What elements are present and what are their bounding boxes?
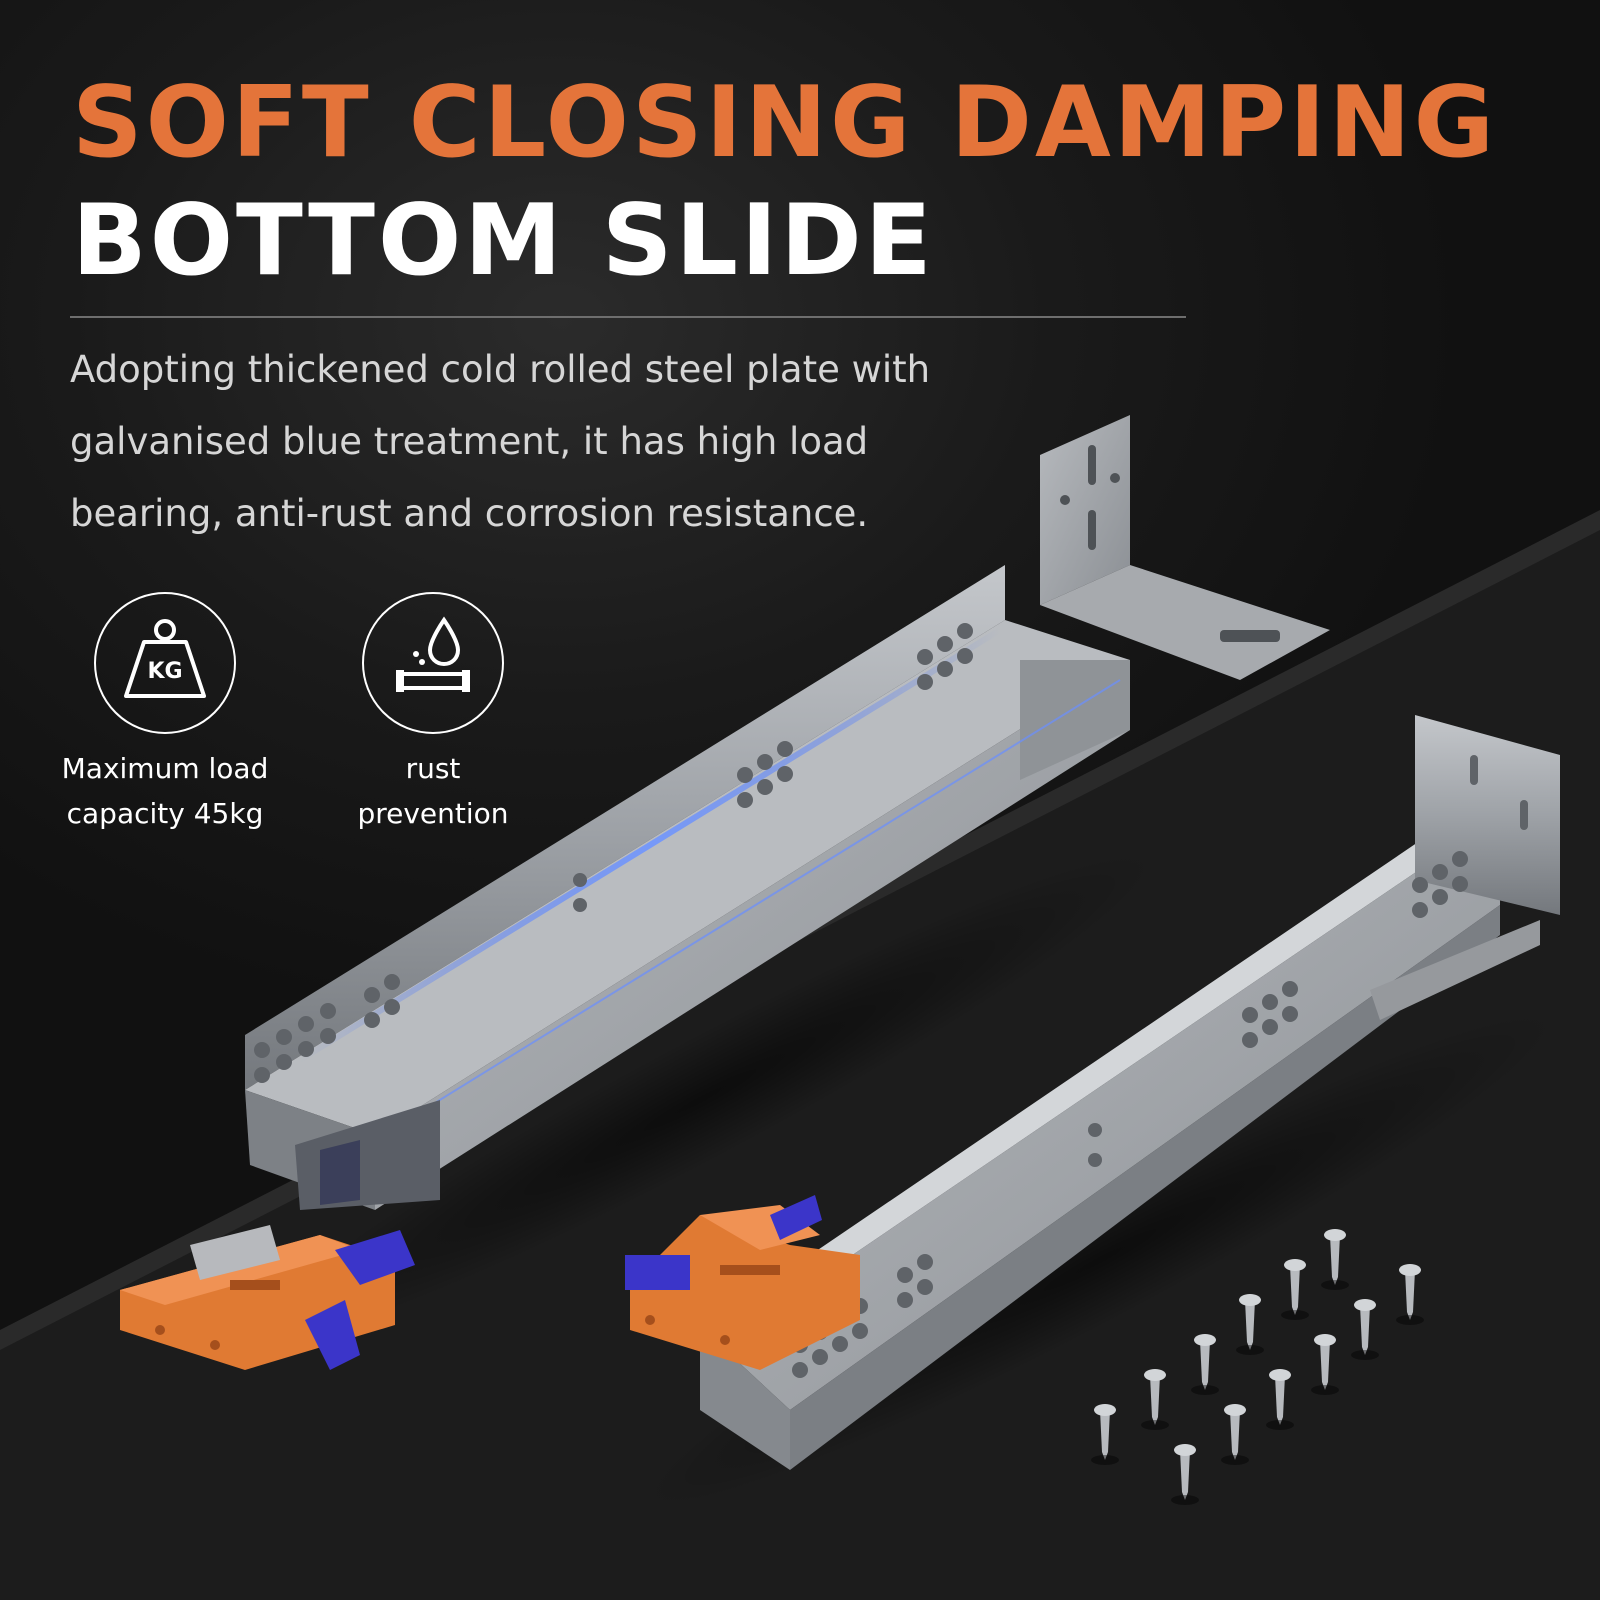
screw <box>1191 1334 1219 1395</box>
screw <box>1396 1264 1424 1325</box>
product-description: Adopting thickened cold rolled steel pla… <box>70 348 931 535</box>
screw <box>1281 1259 1309 1320</box>
rear-bracket-left <box>1040 415 1330 680</box>
weight-badge-text: KG <box>147 659 182 684</box>
feature-load-line-1: Maximum load <box>61 752 269 785</box>
damper-clip-left <box>120 1225 415 1370</box>
weight-kg-icon: KG <box>94 592 236 734</box>
feature-rust-prevention: rust prevention <box>318 590 548 836</box>
feature-load-capacity: KG Maximum load capacity 45kg <box>40 590 290 836</box>
title-divider <box>70 316 1186 318</box>
screw-set <box>1091 1229 1424 1505</box>
damper-clip-right <box>625 1195 860 1370</box>
screw <box>1141 1369 1169 1430</box>
screw <box>1236 1294 1264 1355</box>
screw <box>1171 1444 1199 1505</box>
screw <box>1091 1404 1119 1465</box>
screw <box>1351 1299 1379 1360</box>
water-drop-icon <box>362 592 504 734</box>
rail-shadow-left <box>240 850 1160 1350</box>
screw <box>1221 1404 1249 1465</box>
screw <box>1266 1369 1294 1430</box>
feature-load-line-2: capacity 45kg <box>66 797 264 830</box>
screw <box>1321 1229 1349 1290</box>
slide-rail-right <box>700 715 1560 1470</box>
feature-rust-line-1: rust <box>405 752 461 785</box>
feature-rust-line-2: prevention <box>357 797 509 830</box>
title-line-1: SOFT CLOSING DAMPING <box>72 66 1498 180</box>
slide-rail-left <box>245 565 1130 1210</box>
screw <box>1311 1334 1339 1395</box>
title-line-2: BOTTOM SLIDE <box>72 184 935 298</box>
